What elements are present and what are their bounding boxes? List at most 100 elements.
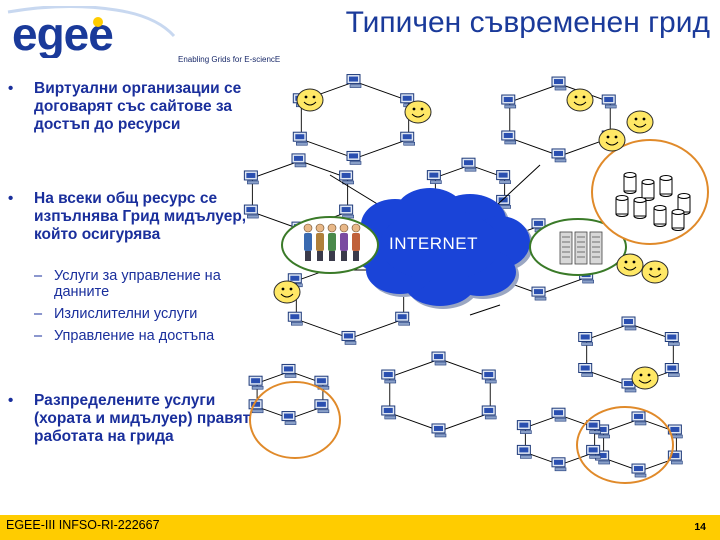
workstation-icon bbox=[501, 94, 517, 109]
bullet-text: На всеки общ ресурс се изпълнява Грид ми… bbox=[34, 190, 247, 243]
workstation-icon bbox=[551, 76, 567, 91]
workstation-icon bbox=[531, 286, 547, 301]
page-title: Типичен съвременен грид bbox=[345, 6, 710, 39]
user-smiley-icon bbox=[616, 253, 644, 277]
workstation-icon bbox=[281, 363, 297, 378]
workstation-icon bbox=[339, 204, 354, 219]
server-rack-icon bbox=[589, 231, 603, 265]
bullet-dot: • bbox=[8, 80, 14, 97]
sub-bullet-text: Услуги за управление на данните bbox=[54, 268, 221, 300]
workstation-icon bbox=[551, 457, 567, 472]
user-smiley-icon bbox=[566, 88, 594, 112]
workstation-icon bbox=[516, 420, 532, 434]
network-link bbox=[469, 304, 501, 316]
sub-bullet-dash: – bbox=[34, 306, 43, 322]
workstation-icon bbox=[516, 444, 532, 459]
storage-cylinder-icon bbox=[641, 179, 655, 201]
workstation-icon bbox=[586, 444, 601, 459]
workstation-icon bbox=[341, 330, 357, 345]
workstation-icon bbox=[481, 369, 497, 384]
logo-text: egee bbox=[12, 8, 113, 58]
workstation-icon bbox=[243, 170, 259, 185]
storage-cylinder-icon bbox=[659, 175, 673, 197]
user-smiley-icon bbox=[641, 260, 669, 284]
person-figure bbox=[315, 223, 325, 261]
workstation-icon bbox=[291, 153, 307, 168]
workstation-icon bbox=[346, 150, 362, 165]
bullet-dot: • bbox=[8, 392, 14, 409]
grid-diagram bbox=[243, 74, 709, 484]
sub-bullet-dash: – bbox=[34, 328, 43, 344]
footer: EGEE-III INFSO-RI-222667 14 bbox=[0, 515, 720, 540]
person-figure bbox=[303, 223, 313, 261]
workstation-icon bbox=[431, 351, 447, 366]
workstation-icon bbox=[346, 74, 362, 88]
cluster-ring bbox=[249, 381, 341, 459]
workstation-icon bbox=[481, 405, 497, 420]
user-smiley-icon bbox=[598, 128, 626, 152]
workstation-icon bbox=[281, 411, 297, 425]
user-smiley-icon bbox=[296, 88, 324, 112]
person-figure bbox=[339, 223, 349, 261]
workstation-icon bbox=[586, 420, 601, 434]
storage-cylinder-icon bbox=[671, 209, 685, 231]
network-ring bbox=[603, 418, 677, 472]
user-smiley-icon bbox=[273, 280, 301, 304]
user-smiley-icon bbox=[626, 110, 654, 134]
person-figure bbox=[351, 223, 361, 261]
workstation-icon bbox=[595, 450, 610, 465]
workstation-icon bbox=[381, 369, 397, 384]
bullet-text: Виртуални организации се договарят със с… bbox=[34, 80, 242, 133]
workstation-icon bbox=[631, 411, 647, 426]
server-rack-icon bbox=[574, 231, 588, 265]
workstation-icon bbox=[287, 311, 303, 326]
sub-bullet-dash: – bbox=[34, 268, 43, 284]
internet-label: INTERNET bbox=[389, 234, 478, 253]
bullet-dot: • bbox=[8, 190, 14, 207]
storage-cylinder-icon bbox=[633, 197, 647, 219]
workstation-icon bbox=[431, 423, 447, 438]
server-rack-icon bbox=[559, 231, 573, 265]
storage-cylinder-icon bbox=[623, 172, 637, 194]
workstation-icon bbox=[496, 170, 511, 184]
workstation-icon bbox=[292, 131, 308, 146]
sub-bullet-text: Управление на достъпа bbox=[54, 328, 215, 344]
bullet-text: Разпределените услуги (хората и мидълуер… bbox=[34, 392, 251, 445]
workstation-icon bbox=[501, 130, 517, 145]
workstation-icon bbox=[248, 375, 264, 390]
workstation-icon bbox=[314, 399, 330, 414]
workstation-icon bbox=[551, 407, 567, 422]
storage-cylinder-icon bbox=[653, 205, 667, 227]
workstation-icon bbox=[664, 332, 680, 346]
workstation-icon bbox=[631, 463, 647, 478]
network-ring bbox=[389, 358, 491, 432]
workstation-icon bbox=[400, 131, 415, 146]
footer-project-id: EGEE-III INFSO-RI-222667 bbox=[6, 518, 160, 532]
workstation-icon bbox=[381, 405, 397, 420]
network-ring bbox=[586, 323, 674, 387]
workstation-icon bbox=[667, 450, 683, 465]
sub-bullet-text: Излислителни услуги bbox=[54, 306, 198, 322]
storage-cylinder-icon bbox=[615, 195, 629, 217]
internet-cloud bbox=[354, 188, 533, 309]
workstation-icon bbox=[551, 148, 567, 163]
page-number: 14 bbox=[694, 521, 706, 533]
cluster-ring bbox=[576, 406, 674, 484]
network-ring bbox=[509, 83, 611, 157]
user-smiley-icon bbox=[404, 100, 432, 124]
workstation-icon bbox=[578, 363, 593, 377]
workstation-icon bbox=[664, 363, 680, 377]
user-smiley-icon bbox=[631, 366, 659, 390]
workstation-icon bbox=[461, 157, 477, 172]
workstation-icon bbox=[601, 94, 617, 109]
workstation-icon bbox=[621, 316, 637, 331]
workstation-icon bbox=[243, 204, 259, 219]
workstation-icon bbox=[426, 170, 442, 184]
tagline: Enabling Grids for E-sciencE bbox=[178, 55, 281, 64]
header: egee Типичен съвременен грид Enabling Gr… bbox=[0, 0, 720, 64]
workstation-icon bbox=[395, 311, 410, 326]
workstation-icon bbox=[578, 332, 593, 346]
person-figure bbox=[327, 223, 337, 261]
egee-logo: egee bbox=[7, 6, 176, 58]
